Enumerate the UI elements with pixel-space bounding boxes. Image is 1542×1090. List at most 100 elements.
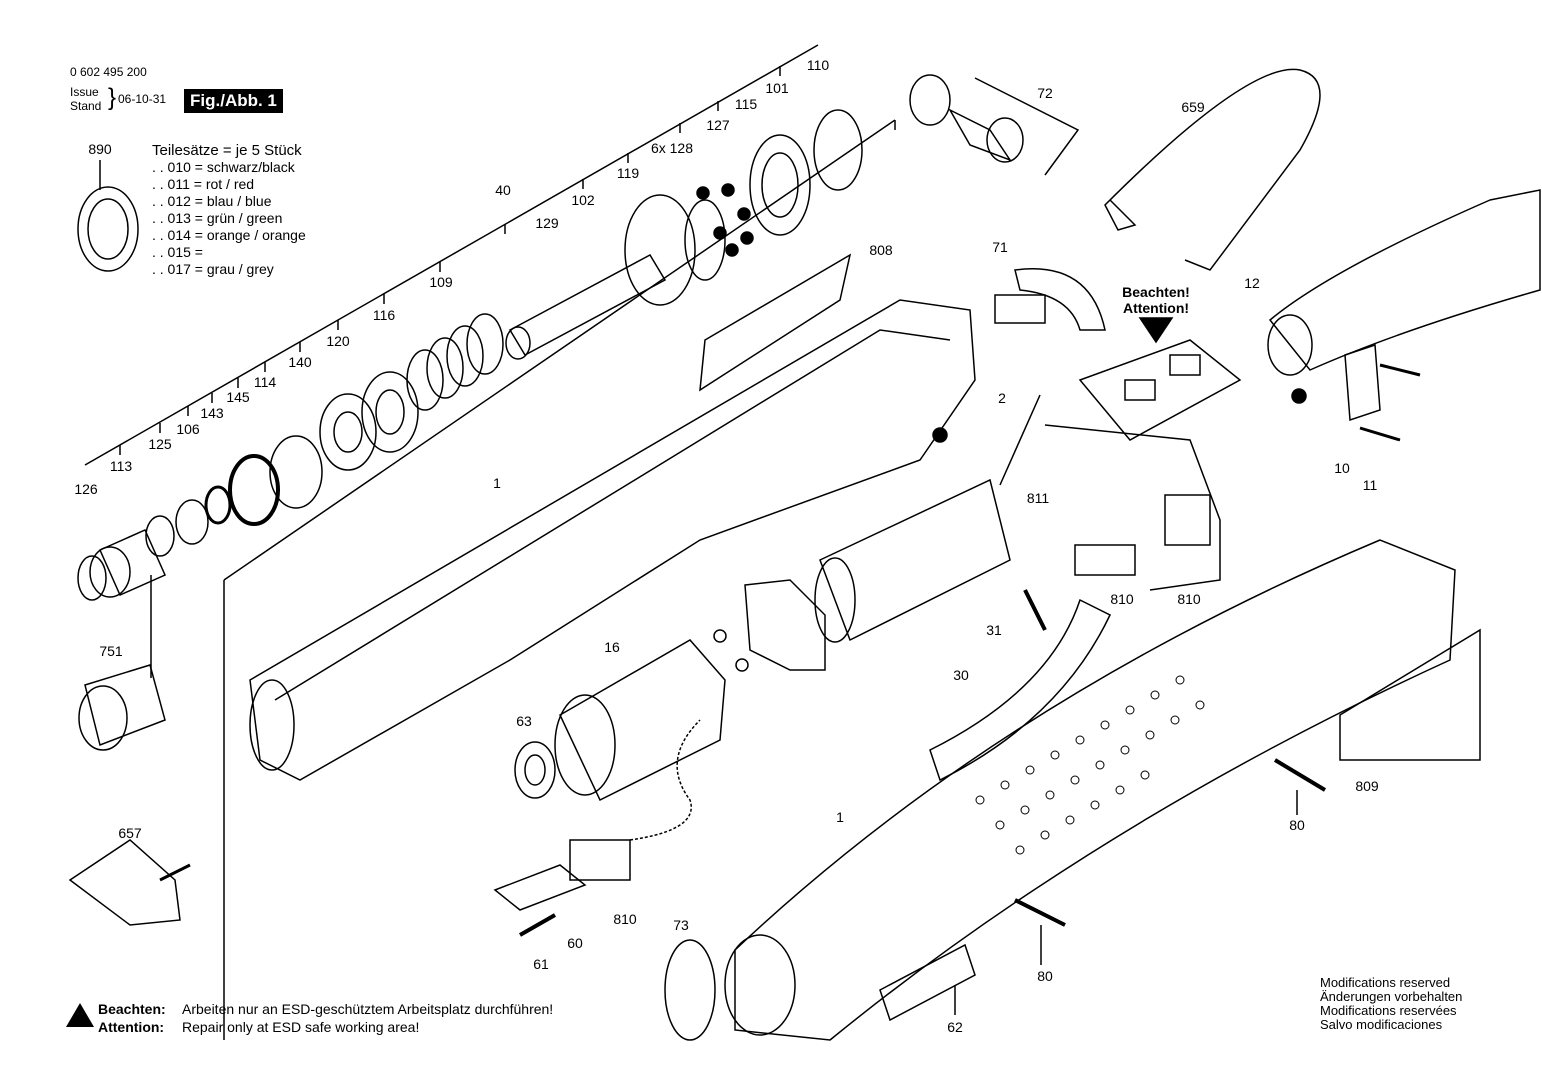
spring-61 bbox=[519, 913, 556, 937]
legend-line: . . 010 = schwarz/black bbox=[152, 159, 295, 175]
callout-106: 106 bbox=[176, 421, 200, 437]
modifications-line: Modifications reserved bbox=[1320, 975, 1451, 990]
ring-143 bbox=[204, 485, 232, 525]
callout-659: 659 bbox=[1181, 99, 1205, 115]
nut-114 bbox=[269, 435, 323, 509]
switch-810 bbox=[1164, 494, 1211, 546]
trigger-30 bbox=[929, 598, 1111, 782]
callout-102: 102 bbox=[571, 192, 595, 208]
part-number: 0 602 495 200 bbox=[70, 65, 147, 79]
legend-line: . . 012 = blau / blue bbox=[152, 193, 272, 209]
o-ring-145 bbox=[228, 454, 280, 526]
issue-label: Issue bbox=[70, 85, 99, 99]
callout-810-a: 810 bbox=[1110, 591, 1134, 607]
callout-145: 145 bbox=[226, 389, 250, 405]
callout-810-c: 810 bbox=[613, 911, 637, 927]
motor-16 bbox=[559, 639, 726, 802]
spring-109 bbox=[406, 313, 504, 411]
washer-125 bbox=[145, 515, 175, 557]
legend-line: . . 014 = orange / orange bbox=[152, 227, 306, 243]
gear-120 bbox=[319, 393, 377, 471]
motor-2 bbox=[819, 478, 1011, 642]
clutch-cage-101 bbox=[749, 134, 811, 236]
spring-31 bbox=[1023, 589, 1047, 631]
callout-6x128: 6x 128 bbox=[651, 140, 693, 156]
chuck-housing-12 bbox=[1268, 189, 1541, 371]
housing-half-1-right bbox=[734, 539, 1456, 1041]
warning-triangle-icon bbox=[66, 1003, 94, 1027]
brace: } bbox=[108, 84, 117, 111]
key-657 bbox=[68, 839, 181, 926]
callout-113: 113 bbox=[110, 458, 133, 474]
callout-30: 30 bbox=[953, 667, 969, 683]
modifications-line: Salvo modificaciones bbox=[1320, 1017, 1443, 1032]
callout-80-b: 80 bbox=[1037, 968, 1053, 984]
callout-110: 110 bbox=[807, 57, 830, 73]
callout-11: 11 bbox=[1363, 477, 1378, 493]
callout-1-left: 1 bbox=[493, 475, 501, 491]
callout-126: 126 bbox=[74, 481, 98, 497]
spindle-disc-119 bbox=[624, 194, 696, 306]
callout-60: 60 bbox=[567, 935, 583, 951]
callout-808: 808 bbox=[869, 242, 893, 258]
sleeve-751 bbox=[84, 664, 166, 747]
notice-text-de: Arbeiten nur an ESD-geschütztem Arbeitsp… bbox=[182, 1001, 554, 1017]
ring-126 bbox=[77, 555, 107, 601]
callout-40: 40 bbox=[495, 182, 511, 198]
sleeve-113 bbox=[99, 529, 166, 596]
callout-80-a: 80 bbox=[1289, 817, 1305, 833]
modifications-notice: Modifications reserved Änderungen vorbeh… bbox=[1320, 976, 1462, 1032]
legend-line: . . 017 = grau / grey bbox=[152, 261, 274, 277]
notice-label-de: Beachten: bbox=[98, 1001, 166, 1017]
cap-62 bbox=[879, 943, 976, 1022]
callout-1-right: 1 bbox=[836, 809, 844, 825]
bearing-890 bbox=[77, 186, 139, 272]
gear-mount bbox=[744, 579, 826, 671]
housing-half-1 bbox=[249, 299, 976, 781]
callout-810-b: 810 bbox=[1177, 591, 1201, 607]
callout-120: 120 bbox=[326, 333, 350, 349]
callout-119: 119 bbox=[617, 165, 640, 181]
legend-line: . . 013 = grün / green bbox=[152, 210, 283, 226]
modifications-line: Änderungen vorbehalten bbox=[1320, 989, 1463, 1004]
screw-80 bbox=[1014, 898, 1066, 927]
callout-127: 127 bbox=[706, 117, 730, 133]
callout-101: 101 bbox=[765, 80, 789, 96]
label-809 bbox=[1339, 628, 1481, 761]
ring-110 bbox=[813, 109, 863, 191]
callout-114: 114 bbox=[254, 374, 277, 390]
callout-16: 16 bbox=[604, 639, 620, 655]
callout-809: 809 bbox=[1355, 778, 1379, 794]
callout-751: 751 bbox=[99, 643, 123, 659]
callout-657: 657 bbox=[118, 825, 142, 841]
wire-659 bbox=[1104, 68, 1321, 271]
callout-116: 116 bbox=[373, 307, 396, 323]
modifications-line: Modifications reservées bbox=[1320, 1003, 1457, 1018]
callout-71: 71 bbox=[992, 239, 1008, 255]
board-811 bbox=[1078, 339, 1242, 441]
ring-63 bbox=[514, 741, 556, 799]
chuck-72 bbox=[909, 74, 951, 126]
stand-label: Stand bbox=[70, 99, 102, 113]
ring-73 bbox=[664, 939, 716, 1041]
callout-143: 143 bbox=[200, 405, 224, 421]
spindle-102 bbox=[508, 254, 667, 356]
notice-text-en: Repair only at ESD safe working area! bbox=[182, 1019, 420, 1035]
screw-80 bbox=[1273, 758, 1327, 792]
notice-label-en: Attention: bbox=[98, 1019, 165, 1035]
bracket-10 bbox=[1344, 343, 1381, 422]
callout-72: 72 bbox=[1037, 85, 1053, 101]
callout-12: 12 bbox=[1244, 275, 1260, 291]
issue-date: 06-10-31 bbox=[118, 92, 167, 106]
callout-61: 61 bbox=[533, 956, 549, 972]
ring-116 bbox=[361, 371, 419, 453]
callout-109: 109 bbox=[429, 274, 453, 290]
callout-890: 890 bbox=[88, 141, 112, 157]
callout-2: 2 bbox=[998, 390, 1006, 406]
spring-106 bbox=[175, 499, 209, 545]
callout-811: 811 bbox=[1027, 490, 1050, 506]
switch-810 bbox=[1074, 544, 1136, 576]
callout-140: 140 bbox=[288, 354, 312, 370]
attention-mark-line1: Beachten! bbox=[1122, 284, 1190, 300]
legend-line: . . 011 = rot / red bbox=[152, 176, 255, 192]
